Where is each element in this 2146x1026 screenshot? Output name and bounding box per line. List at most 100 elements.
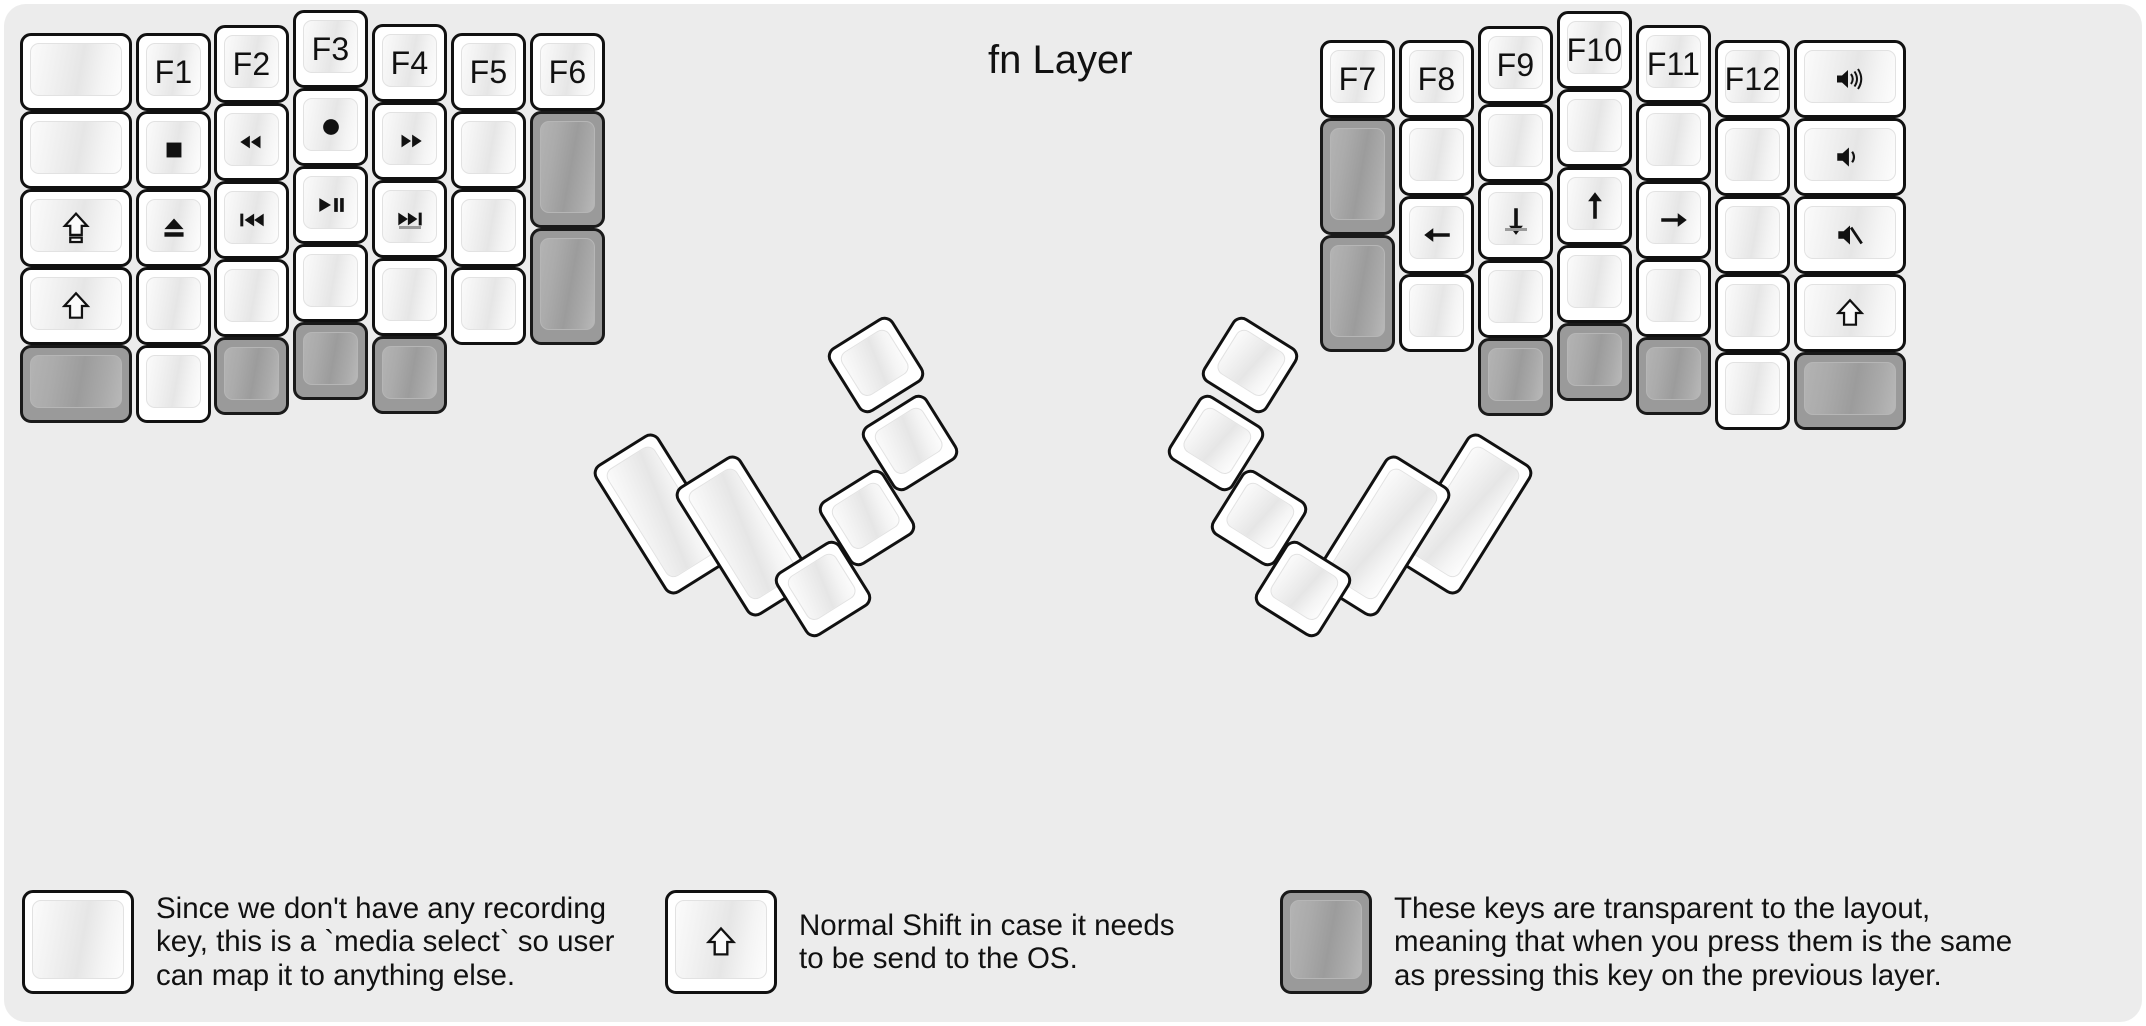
key-blank[interactable] xyxy=(451,189,526,267)
keycap-surface xyxy=(1223,479,1298,553)
key-blank[interactable] xyxy=(293,244,368,322)
key-blank[interactable] xyxy=(1478,104,1553,182)
key-arrow-left[interactable] xyxy=(1399,196,1474,274)
key-blank[interactable] xyxy=(1715,274,1790,352)
key-blank[interactable] xyxy=(20,33,132,111)
keycap-surface xyxy=(1290,900,1362,979)
keycap-surface xyxy=(1725,128,1780,181)
key-arrow-right[interactable] xyxy=(1636,181,1711,259)
key-blank[interactable] xyxy=(214,259,289,337)
key-media-rewind[interactable] xyxy=(214,103,289,181)
key-blank[interactable] xyxy=(1399,118,1474,196)
key-f9[interactable]: F9 xyxy=(1478,26,1553,104)
legend-item-2: Normal Shift in case it needs to be send… xyxy=(665,890,1229,994)
key-label: F6 xyxy=(548,54,587,90)
key-blank[interactable] xyxy=(1557,245,1632,323)
media-play-pause-icon xyxy=(314,188,348,222)
key-blank[interactable] xyxy=(1636,103,1711,181)
key-blank[interactable] xyxy=(1636,259,1711,337)
key-label: F7 xyxy=(1338,61,1377,97)
key-blank[interactable] xyxy=(1715,118,1790,196)
key-blank[interactable] xyxy=(451,267,526,345)
keycap-surface xyxy=(1330,245,1385,337)
key-blank[interactable] xyxy=(372,258,447,336)
key-blank[interactable] xyxy=(1399,274,1474,352)
key-media-record[interactable] xyxy=(293,88,368,166)
keycap-surface xyxy=(1409,50,1464,103)
key-label: F9 xyxy=(1496,47,1535,83)
volume-up-icon xyxy=(1833,62,1867,96)
key-shift-arrow[interactable] xyxy=(1794,274,1906,352)
key-blank[interactable] xyxy=(451,111,526,189)
transparent-key[interactable] xyxy=(530,111,605,228)
key-f8[interactable]: F8 xyxy=(1399,40,1474,118)
transparent-key[interactable] xyxy=(214,337,289,415)
media-eject-icon xyxy=(157,211,191,245)
keycap-surface xyxy=(30,277,122,330)
key-volume-down[interactable] xyxy=(1794,118,1906,196)
key-f5[interactable]: F5 xyxy=(451,33,526,111)
keycap-surface xyxy=(1567,255,1622,308)
key-label: F12 xyxy=(1724,61,1781,97)
keycap-surface xyxy=(146,43,201,96)
media-prev-track-icon xyxy=(235,203,269,237)
keycap-surface xyxy=(1725,206,1780,259)
transparent-key[interactable] xyxy=(1320,118,1395,235)
key-media-next-track[interactable] xyxy=(372,180,447,258)
transparent-key[interactable] xyxy=(20,345,132,423)
arrow-right-icon xyxy=(1657,203,1691,237)
key-blank[interactable] xyxy=(1715,352,1790,430)
key-label: F8 xyxy=(1417,61,1456,97)
key-media-play-pause[interactable] xyxy=(293,166,368,244)
key-f11[interactable]: F11 xyxy=(1636,25,1711,103)
key-media-eject[interactable] xyxy=(136,189,211,267)
key-f7[interactable]: F7 xyxy=(1320,40,1395,118)
key-volume-mute[interactable] xyxy=(1794,196,1906,274)
transparent-key[interactable] xyxy=(1478,338,1553,416)
transparent-key[interactable] xyxy=(1636,337,1711,415)
key-media-prev-track[interactable] xyxy=(214,181,289,259)
shift-arrow-icon xyxy=(59,289,93,323)
legend-item-1: Since we don't have any recording key, t… xyxy=(22,890,716,994)
key-f2[interactable]: F2 xyxy=(214,25,289,103)
transparent-key[interactable] xyxy=(293,322,368,400)
legend-sample-key xyxy=(665,890,777,994)
keycap-surface xyxy=(224,347,279,400)
key-f12[interactable]: F12 xyxy=(1715,40,1790,118)
key-blank[interactable] xyxy=(20,111,132,189)
keycap-surface xyxy=(382,346,437,399)
legend-description: Normal Shift in case it needs to be send… xyxy=(799,908,1175,975)
keycap-surface xyxy=(30,43,122,96)
key-f4[interactable]: F4 xyxy=(372,24,447,102)
key-blank[interactable] xyxy=(1478,260,1553,338)
key-caps-lock[interactable] xyxy=(20,189,132,267)
key-volume-up[interactable] xyxy=(1794,40,1906,118)
key-f10[interactable]: F10 xyxy=(1557,11,1632,89)
key-shift-arrow[interactable] xyxy=(20,267,132,345)
key-f3[interactable]: F3 xyxy=(293,10,368,88)
transparent-key[interactable] xyxy=(530,228,605,345)
key-arrow-down[interactable] xyxy=(1478,182,1553,260)
transparent-key[interactable] xyxy=(372,336,447,414)
keycap-surface xyxy=(382,268,437,321)
keycap-surface xyxy=(146,277,201,330)
legend-description: These keys are transparent to the layout… xyxy=(1394,892,2013,992)
key-f1[interactable]: F1 xyxy=(136,33,211,111)
key-blank[interactable] xyxy=(136,267,211,345)
media-next-track-icon xyxy=(393,202,427,236)
key-media-stop[interactable] xyxy=(136,111,211,189)
keycap-surface xyxy=(1488,36,1543,89)
key-blank[interactable] xyxy=(1715,196,1790,274)
key-media-fast-forward[interactable] xyxy=(372,102,447,180)
key-blank[interactable] xyxy=(1557,89,1632,167)
key-f6[interactable]: F6 xyxy=(530,33,605,111)
keycap-surface xyxy=(1488,114,1543,167)
keycap-surface xyxy=(1409,128,1464,181)
key-blank[interactable] xyxy=(136,345,211,423)
key-arrow-up[interactable] xyxy=(1557,167,1632,245)
keycap-surface xyxy=(1567,21,1622,74)
transparent-key[interactable] xyxy=(1794,352,1906,430)
keycap-surface xyxy=(1488,348,1543,401)
transparent-key[interactable] xyxy=(1320,235,1395,352)
transparent-key[interactable] xyxy=(1557,323,1632,401)
